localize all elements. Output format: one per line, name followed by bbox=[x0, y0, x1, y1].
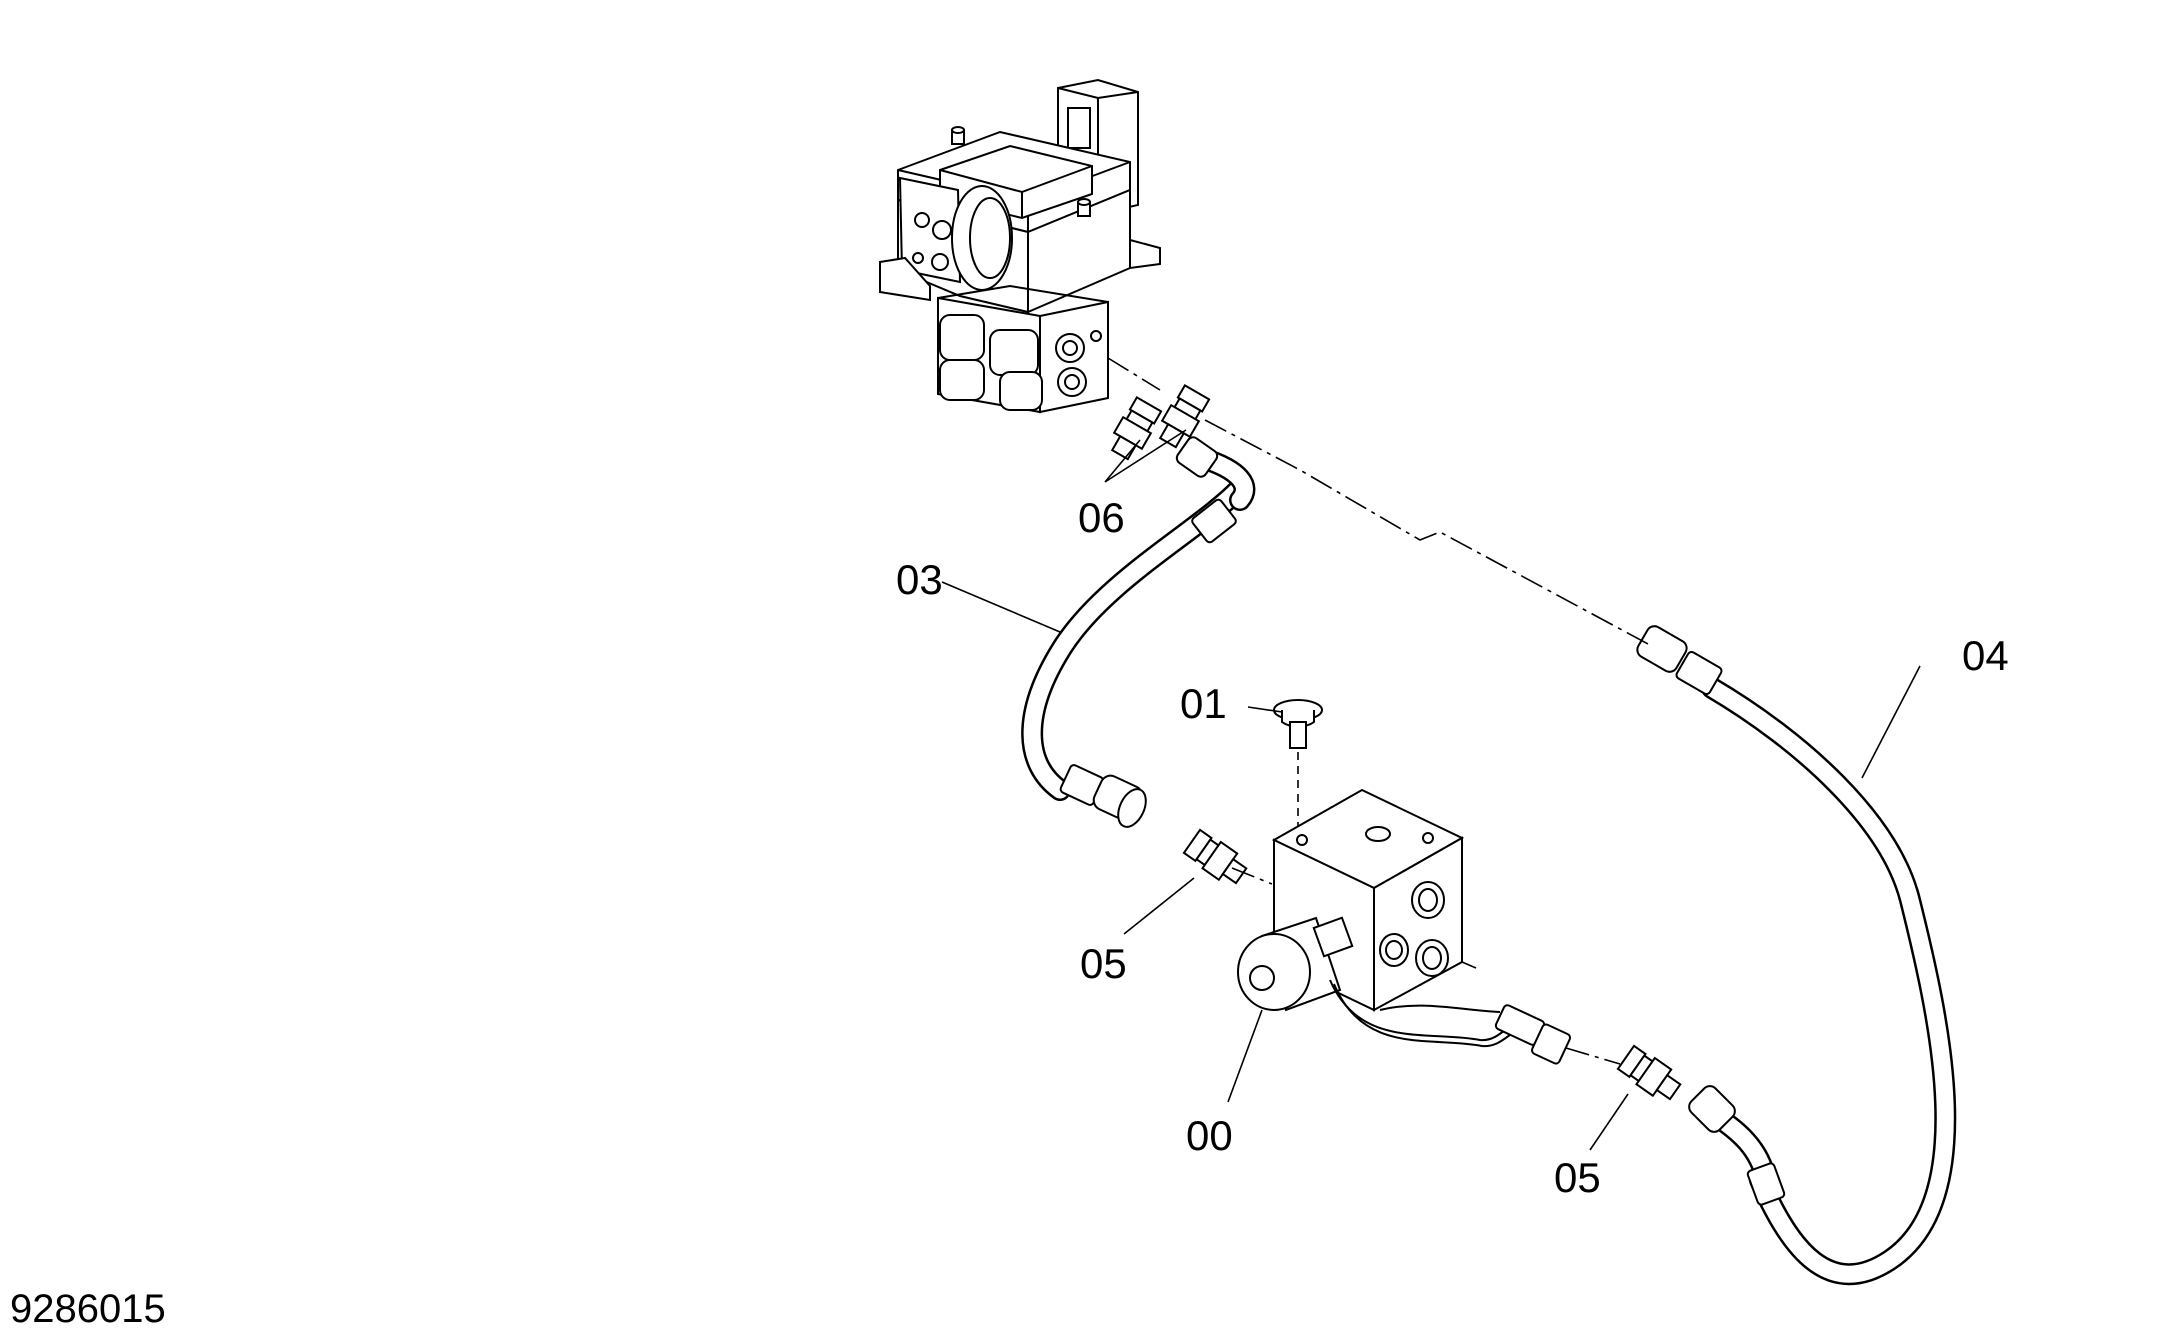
fitting-05-left bbox=[1182, 828, 1248, 885]
center-lines bbox=[1107, 357, 1649, 1065]
callout-03: 03 bbox=[896, 556, 943, 603]
leader-lines bbox=[941, 429, 1921, 1151]
callout-00: 00 bbox=[1186, 1112, 1233, 1159]
hose-03 bbox=[1021, 436, 1256, 828]
callout-04: 04 bbox=[1962, 632, 2009, 679]
fitting-06-right bbox=[1158, 384, 1211, 449]
fitting-05-right bbox=[1616, 1044, 1682, 1101]
brake-valve-assembly bbox=[879, 78, 1161, 414]
bolt-01 bbox=[1273, 699, 1323, 880]
callout-05-left: 05 bbox=[1080, 940, 1127, 987]
callout-labels: 06 03 04 01 05 00 05 bbox=[896, 494, 2009, 1201]
solenoid-valve-block bbox=[1237, 788, 1572, 1065]
drawing-number: 9286015 bbox=[10, 1287, 166, 1331]
hose-04 bbox=[1636, 625, 1957, 1286]
callout-01: 01 bbox=[1180, 680, 1227, 727]
callout-06: 06 bbox=[1078, 494, 1125, 541]
fitting-06-left bbox=[1110, 396, 1163, 461]
callout-05-right: 05 bbox=[1554, 1154, 1601, 1201]
